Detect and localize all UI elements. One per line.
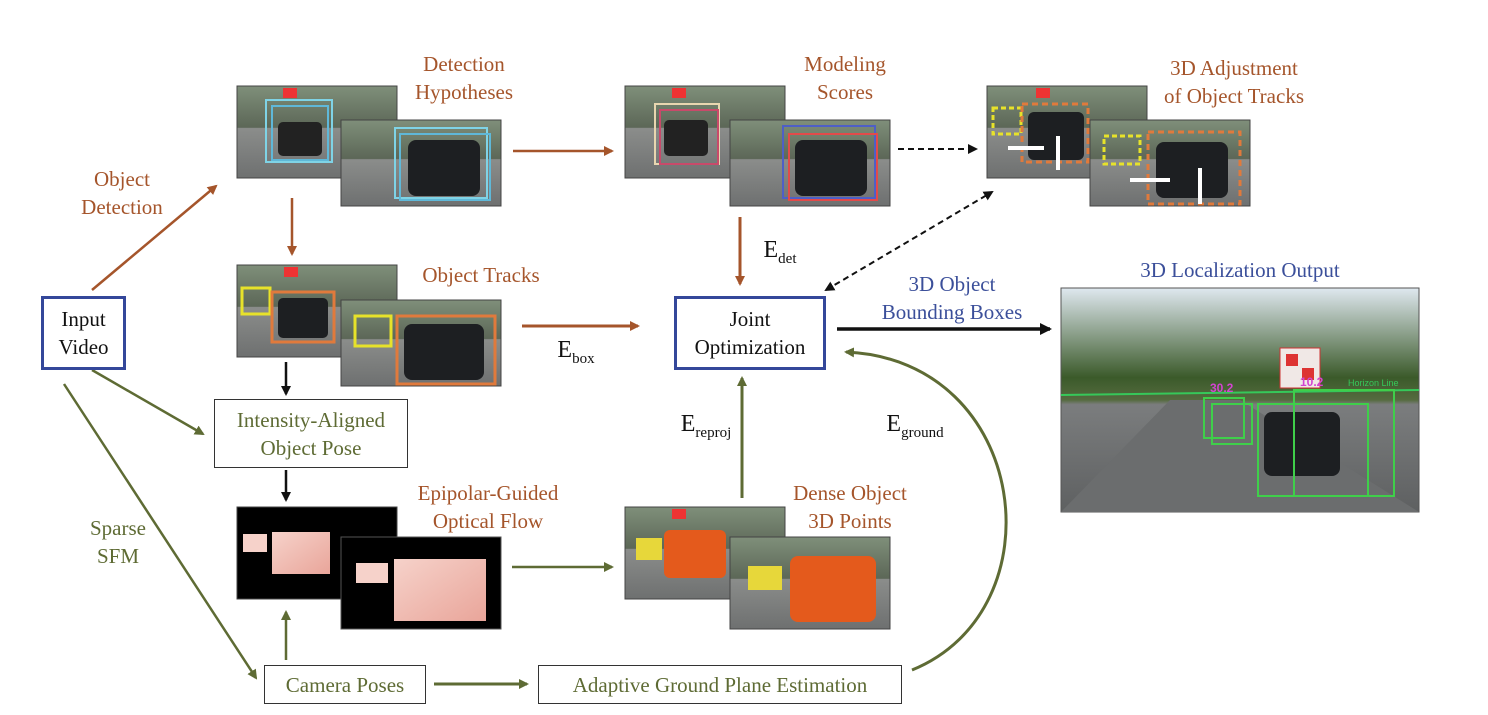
dense-points-label: Dense Object 3D Points (776, 479, 924, 535)
camera-poses-box: Camera Poses (264, 665, 426, 704)
camera-poses-line: Camera Poses (285, 672, 405, 697)
overlay-far-label: 30.2 (1210, 381, 1234, 395)
sparse-sfm-line1: Sparse (90, 516, 146, 540)
bounding-boxes-line2: Bounding Boxes (881, 300, 1023, 324)
input-video-box: Input Video (41, 296, 126, 370)
energy-ground-base: E (886, 411, 902, 437)
arrow-ground-to-joint (844, 347, 1008, 672)
joint-optimization-line1: Joint (729, 307, 771, 331)
joint-optimization-box: Joint Optimization (674, 296, 826, 370)
optical-flow-image (236, 506, 502, 630)
modeling-scores-label: Modeling Scores (790, 50, 900, 106)
overlay-horizon-label: Horizon Line (1348, 378, 1399, 388)
object-tracks-image (236, 264, 502, 387)
energy-det-sub: det (778, 251, 797, 267)
adjustment-line1: 3D Adjustment (1170, 56, 1298, 80)
object-tracks-label: Object Tracks (406, 261, 556, 289)
modeling-scores-line1: Modeling (804, 52, 886, 76)
energy-reproj-label: Ereproj (666, 410, 746, 441)
detection-hypotheses-line2: Hypotheses (415, 80, 513, 104)
ground-plane-box: Adaptive Ground Plane Estimation (538, 665, 902, 704)
detection-hypotheses-line1: Detection (423, 52, 505, 76)
modeling-scores-line2: Scores (817, 80, 873, 104)
adjustment-line2: of Object Tracks (1164, 84, 1304, 108)
dense-points-line1: Dense Object (793, 481, 907, 505)
energy-det-base: E (763, 237, 779, 263)
localization-output-line: 3D Localization Output (1140, 258, 1340, 282)
intensity-aligned-line2: Object Pose (260, 435, 362, 460)
bounding-boxes-label: 3D Object Bounding Boxes (862, 270, 1042, 326)
energy-ground-label: Eground (874, 410, 956, 441)
dense-points-image (624, 506, 891, 630)
detection-hypotheses-label: Detection Hypotheses (400, 50, 528, 106)
object-detection-label: Object Detection (74, 165, 170, 221)
intensity-aligned-box: Intensity-Aligned Object Pose (214, 399, 408, 468)
arrow-input-to-camera (62, 383, 258, 680)
adjustment-label: 3D Adjustment of Object Tracks (1148, 54, 1320, 110)
input-video-line1: Input (61, 307, 106, 331)
ground-plane-line: Adaptive Ground Plane Estimation (572, 672, 868, 697)
localization-output-label: 3D Localization Output (1110, 256, 1370, 284)
localization-output-image: 30.2 10.2 Horizon Line (1060, 287, 1420, 513)
epipolar-flow-line1: Epipolar-Guided (417, 481, 559, 505)
energy-box-label: Ebox (546, 336, 606, 367)
dense-points-line2: 3D Points (808, 509, 892, 533)
joint-optimization-line2: Optimization (694, 335, 806, 359)
epipolar-flow-label: Epipolar-Guided Optical Flow (398, 479, 578, 535)
object-tracks-line: Object Tracks (422, 263, 540, 287)
detection-hypotheses-image (236, 85, 502, 207)
sparse-sfm-label: Sparse SFM (70, 514, 166, 570)
energy-box-sub: box (572, 351, 595, 367)
energy-ground-sub: ground (901, 425, 944, 441)
adjustment-image (986, 85, 1251, 207)
energy-det-label: Edet (750, 236, 810, 267)
object-detection-line2: Detection (81, 195, 163, 219)
input-video-line2: Video (58, 335, 109, 359)
arrow-input-to-intensity (91, 368, 205, 436)
arrow-input-to-detection (91, 184, 218, 291)
overlay-near-label: 10.2 (1300, 375, 1324, 389)
bounding-boxes-line1: 3D Object (908, 272, 996, 296)
energy-reproj-sub: reproj (695, 425, 732, 441)
epipolar-flow-line2: Optical Flow (432, 509, 544, 533)
energy-reproj-base: E (680, 411, 696, 437)
energy-box-base: E (557, 337, 573, 363)
object-detection-line1: Object (94, 167, 150, 191)
intensity-aligned-line1: Intensity-Aligned (236, 407, 386, 432)
arrow-joint-to-adjustment (824, 190, 994, 292)
sparse-sfm-line2: SFM (96, 544, 140, 568)
